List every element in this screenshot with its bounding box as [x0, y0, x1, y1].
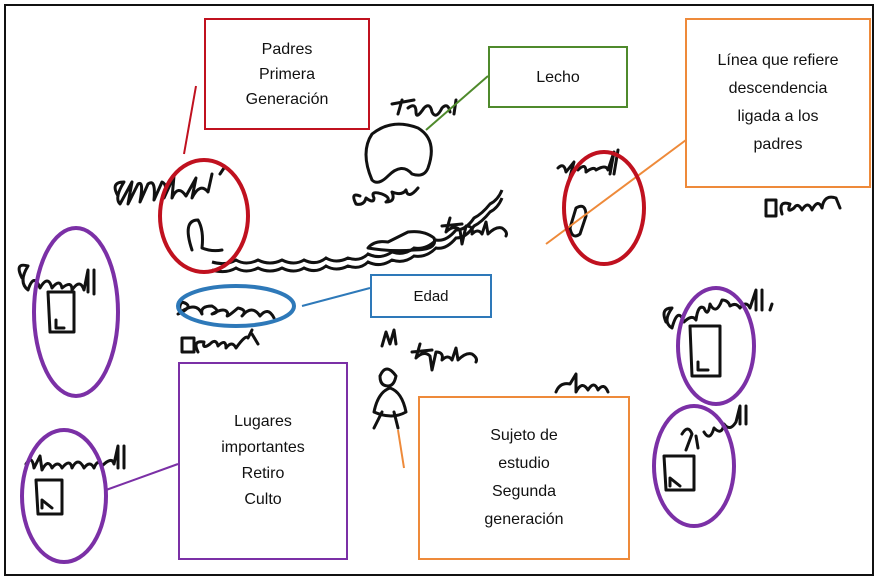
handwritten-word — [390, 98, 458, 117]
handwritten-word — [410, 342, 478, 372]
handwritten-word — [113, 166, 226, 206]
callout-line: Padres — [261, 40, 313, 58]
handwritten-word — [176, 300, 276, 320]
handwritten-word — [764, 195, 842, 218]
callout-line: descendencia — [728, 80, 828, 97]
bed-pointer — [425, 75, 489, 131]
place-circle — [676, 286, 756, 406]
callout-line: Generación — [245, 90, 329, 108]
house-glyph-icon — [662, 454, 696, 492]
handwritten-word — [554, 372, 610, 394]
callout-line: Sujeto de — [490, 427, 558, 444]
parents-callout: Padres Primera Generación — [204, 18, 370, 130]
parent-left-circle — [158, 158, 250, 274]
person-glyph-icon — [380, 328, 398, 348]
callout-line: importantes — [221, 439, 305, 456]
age-pointer — [301, 287, 371, 307]
callout-line: Culto — [244, 491, 282, 508]
callout-line: Lugares — [234, 413, 292, 430]
bed-callout: Lecho — [488, 46, 628, 108]
house-glyph-icon — [46, 290, 76, 334]
callout-line: Línea que refiere — [717, 52, 839, 69]
callout-line: estudio — [498, 455, 550, 472]
place-circle — [32, 226, 120, 398]
descent-chain — [211, 189, 504, 274]
subject-callout: Sujeto de estudio Segunda generación — [418, 396, 630, 560]
parent-right-circle — [562, 150, 646, 266]
callout-line: Segunda — [491, 483, 557, 500]
handwritten-word — [662, 288, 774, 330]
parents-pointer — [183, 85, 197, 155]
places-pointer — [105, 463, 179, 491]
place-circle — [652, 404, 736, 528]
places-callout: Lugares importantes Retiro Culto — [178, 362, 348, 560]
age-callout: Edad — [370, 274, 492, 318]
callout-line: padres — [753, 136, 803, 153]
person-glyph-icon — [186, 218, 224, 253]
bed-glyph-icon — [364, 122, 433, 184]
handwritten-word — [17, 263, 96, 296]
place-circle — [20, 428, 108, 564]
line-pointer — [545, 139, 687, 245]
callout-line: Edad — [413, 287, 449, 305]
descent-line-callout: Línea que refiere descendencia ligada a … — [685, 18, 871, 188]
callout-line: Primera — [258, 65, 315, 83]
handwritten-word — [180, 328, 260, 354]
age-circle — [176, 284, 296, 328]
callout-line: generación — [484, 511, 564, 528]
handwritten-word — [24, 444, 126, 472]
handwritten-word — [680, 404, 748, 452]
handwritten-word — [440, 216, 508, 246]
house-glyph-icon — [34, 478, 64, 516]
bed-glyph-icon — [366, 230, 437, 253]
callout-line: Lecho — [536, 68, 580, 86]
subject-pointer — [397, 429, 405, 469]
callout-line: ligada a los — [737, 108, 819, 125]
handwritten-word — [352, 186, 420, 206]
person-glyph-icon — [568, 204, 588, 238]
house-glyph-icon — [688, 324, 722, 378]
callout-line: Retiro — [241, 465, 285, 482]
